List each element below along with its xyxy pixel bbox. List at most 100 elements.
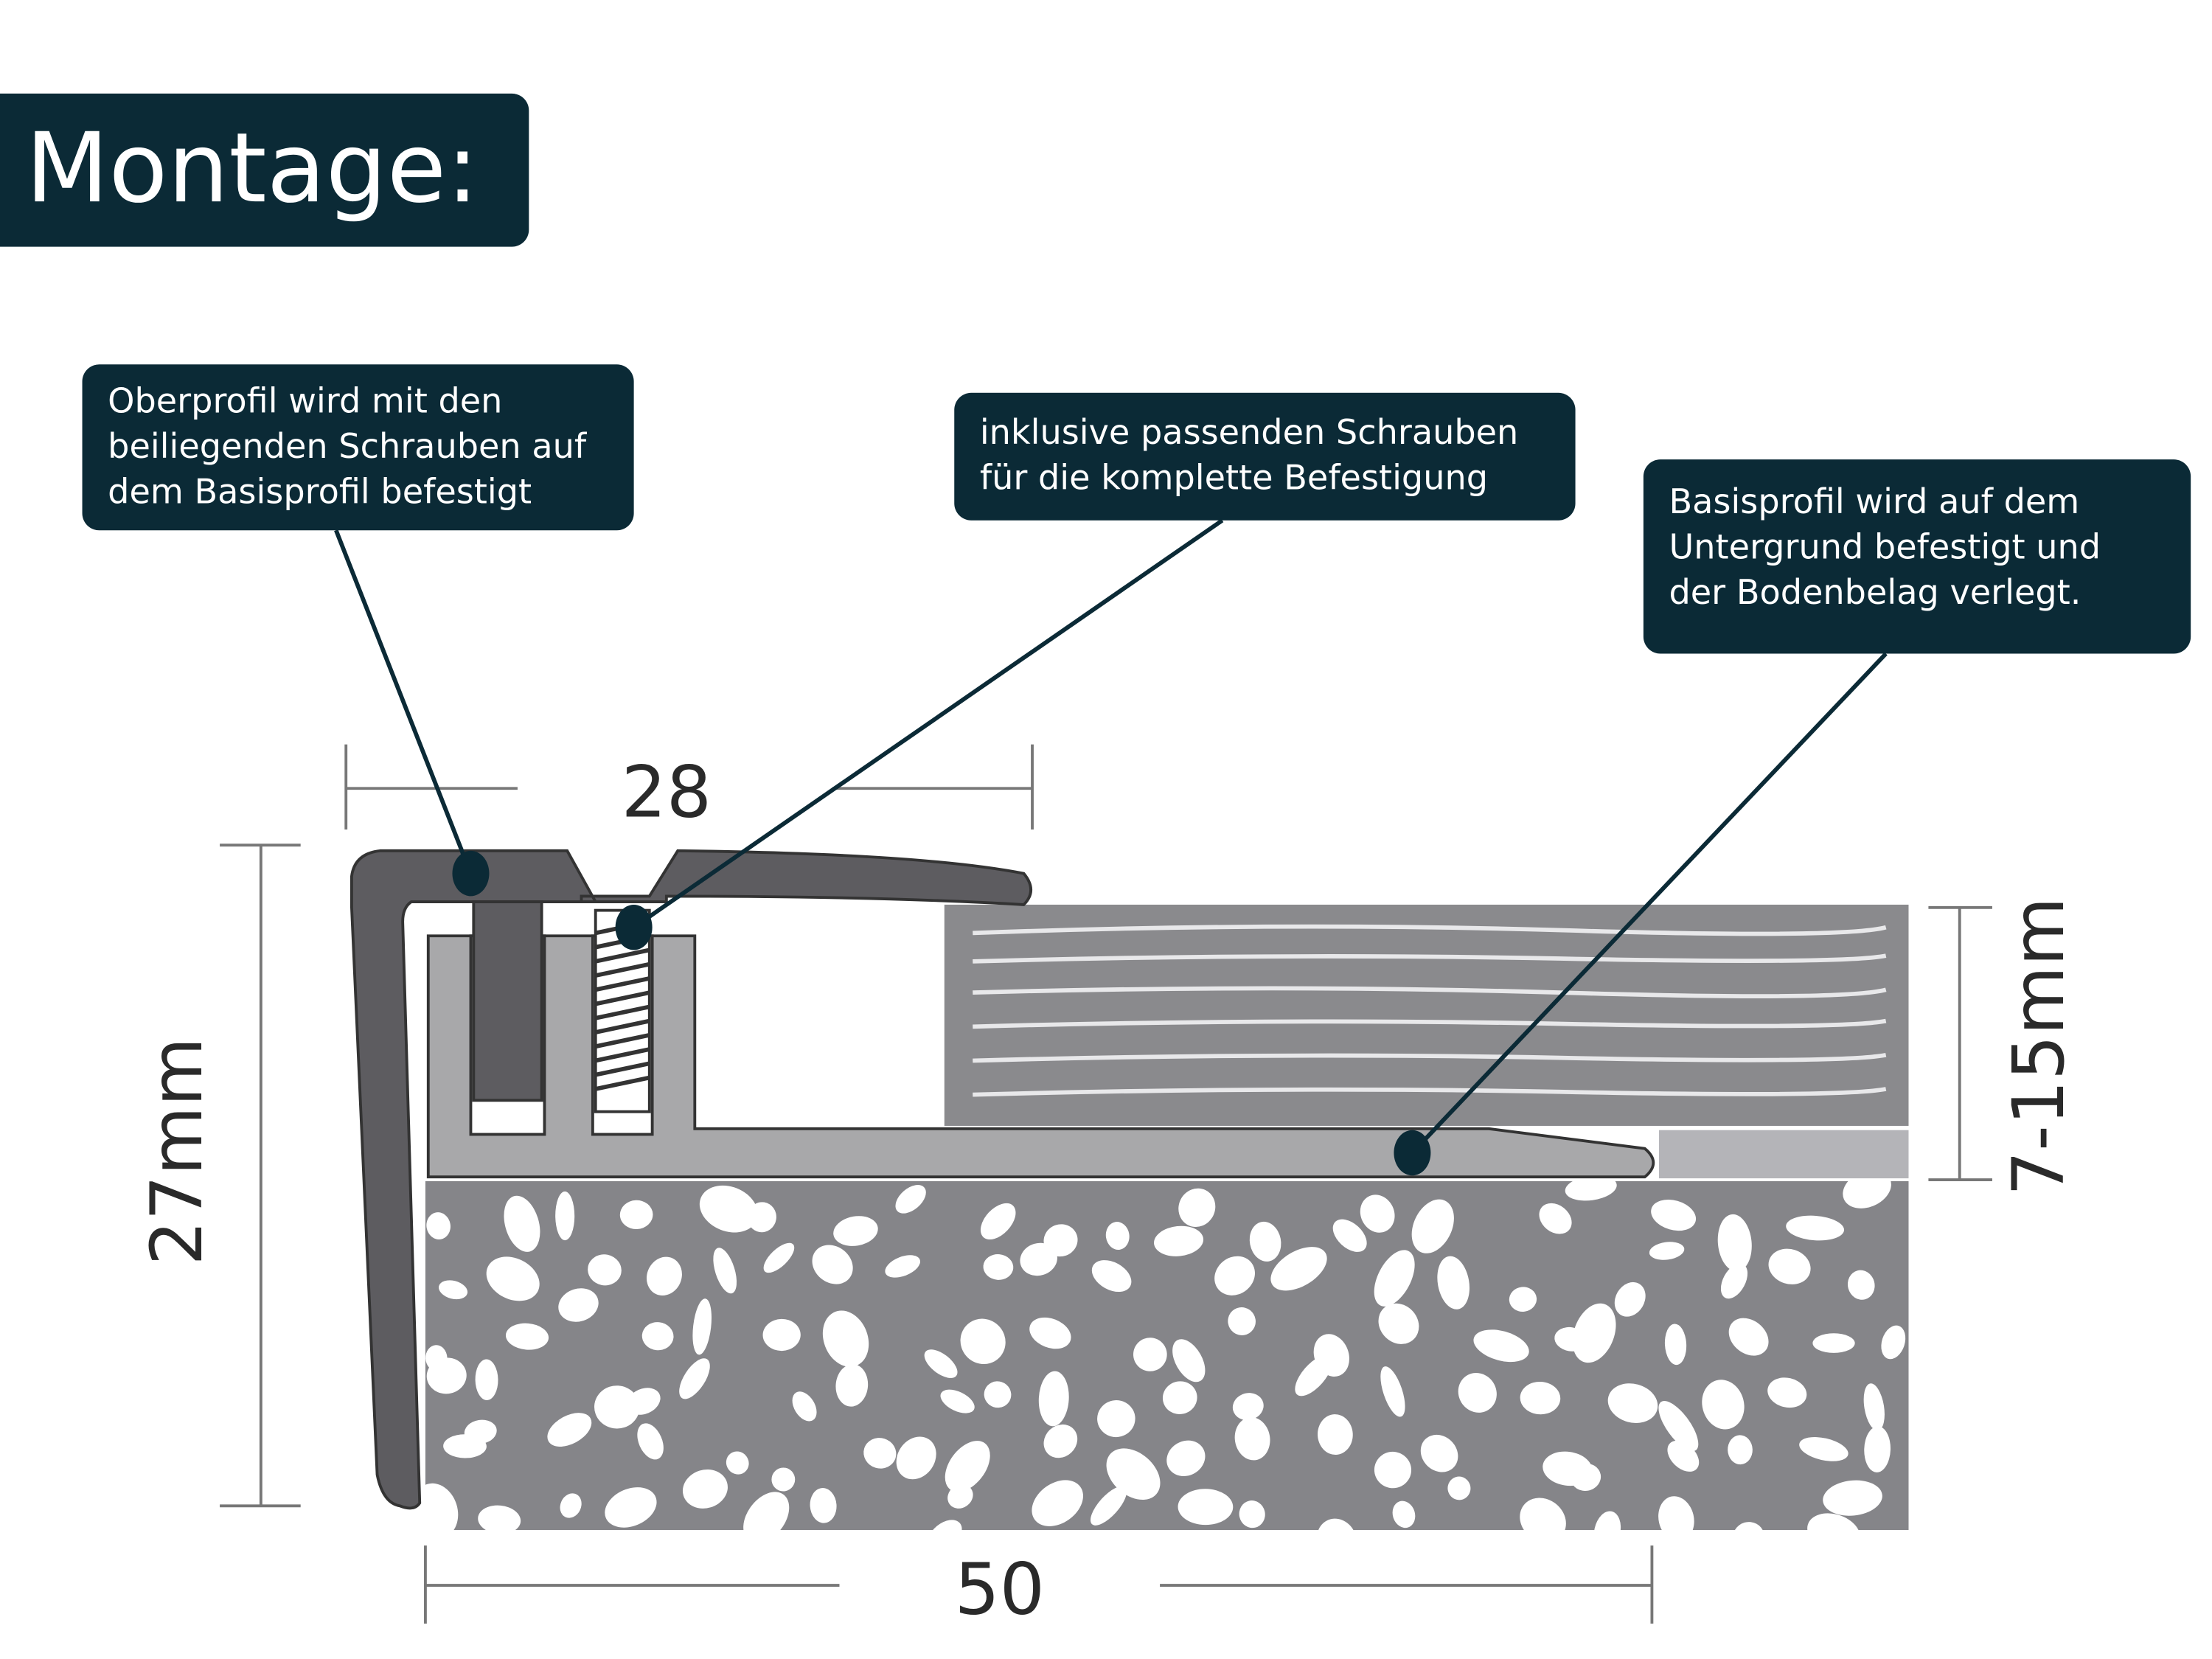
stone <box>475 1359 498 1400</box>
stone <box>504 1195 540 1252</box>
stone <box>1473 1329 1529 1363</box>
stone <box>1097 1400 1135 1438</box>
stone <box>1593 1511 1621 1551</box>
stone <box>412 1483 459 1539</box>
stone <box>1295 1355 1332 1397</box>
stone <box>1786 1215 1845 1241</box>
stone <box>1881 1325 1906 1360</box>
stone <box>1420 1434 1458 1472</box>
stone <box>594 1385 640 1429</box>
stone <box>1651 1199 1697 1231</box>
stone <box>1702 1380 1745 1430</box>
stone <box>619 1200 653 1230</box>
stone <box>560 1493 582 1518</box>
stone <box>1411 1199 1454 1253</box>
marker-top-profile <box>452 850 490 897</box>
stone <box>1539 1203 1572 1234</box>
stone <box>505 1323 549 1350</box>
stone <box>1520 1381 1561 1415</box>
stone <box>1374 1451 1412 1489</box>
stone <box>1038 1371 1069 1427</box>
stone <box>947 1484 973 1509</box>
stone <box>940 1389 975 1413</box>
stone <box>1649 1242 1685 1260</box>
stone <box>1133 1338 1167 1371</box>
stone <box>792 1391 817 1422</box>
stone <box>1249 1221 1281 1262</box>
stone <box>762 1318 801 1352</box>
stone <box>1843 1169 1891 1208</box>
stone <box>863 1438 897 1469</box>
stone <box>812 1245 853 1284</box>
stone <box>1091 1260 1132 1293</box>
stone <box>1720 1263 1748 1299</box>
stone <box>1270 1247 1327 1291</box>
stone <box>478 1505 521 1534</box>
wood-grain <box>973 924 1887 1097</box>
stone <box>558 1288 599 1322</box>
stone <box>1214 1256 1255 1295</box>
marker-base-profile <box>1394 1130 1431 1176</box>
stone <box>1166 1440 1206 1477</box>
stone <box>1728 1318 1769 1356</box>
stone <box>547 1413 592 1447</box>
stone <box>895 1185 926 1214</box>
stone <box>1767 1377 1807 1408</box>
stone <box>743 1492 790 1543</box>
stone <box>605 1487 657 1528</box>
dimension-height: 27mm <box>136 1037 218 1266</box>
stone <box>1733 1522 1764 1553</box>
stone <box>1232 1393 1264 1421</box>
stone <box>699 1185 758 1233</box>
stone <box>1458 1372 1497 1413</box>
stone <box>679 1358 710 1399</box>
stone <box>1717 1214 1752 1272</box>
stone <box>426 1357 467 1394</box>
stone <box>1509 1287 1537 1312</box>
underlay <box>1659 1130 1909 1179</box>
stone <box>1020 1242 1057 1276</box>
stone <box>1520 1498 1566 1543</box>
dimension-lines <box>220 744 1992 1624</box>
callout-top-profile: Oberprofil wird mit den beiliegenden Sch… <box>82 364 634 531</box>
stone <box>1807 1513 1860 1552</box>
stone <box>822 1310 869 1367</box>
stone <box>1178 1188 1216 1227</box>
stone <box>1360 1194 1395 1233</box>
stone <box>833 1216 878 1246</box>
stone <box>1812 1333 1855 1353</box>
stone <box>1378 1303 1419 1344</box>
stone <box>924 1349 958 1378</box>
stone <box>1318 1414 1353 1455</box>
stone <box>1768 1248 1811 1284</box>
stone <box>1614 1281 1646 1317</box>
stone <box>588 1254 622 1286</box>
stone <box>1437 1256 1470 1310</box>
stone <box>1664 1324 1687 1366</box>
page-title: Montage: <box>0 93 529 247</box>
stone <box>1032 1480 1083 1526</box>
stone <box>1823 1480 1882 1516</box>
marker-screw <box>615 904 653 950</box>
stone <box>810 1488 837 1523</box>
stone <box>1447 1476 1471 1500</box>
top-profile <box>350 849 1033 1510</box>
stone <box>1043 1424 1078 1458</box>
stone <box>682 1469 728 1509</box>
callout-base-profile: Basisprofil wird auf dem Untergrund befe… <box>1643 459 2191 654</box>
stone <box>1607 1383 1658 1423</box>
leader-lines <box>334 518 1888 1155</box>
stone <box>983 1253 1014 1280</box>
stone <box>945 1441 990 1492</box>
stone <box>1105 1222 1130 1250</box>
substrate-stones <box>412 1169 1906 1561</box>
stone <box>1091 1486 1127 1526</box>
stone <box>1658 1400 1699 1452</box>
stone <box>641 1322 674 1351</box>
stone <box>1234 1417 1270 1461</box>
stone <box>1380 1366 1405 1417</box>
stone <box>980 1203 1016 1240</box>
stone <box>1317 1518 1357 1561</box>
